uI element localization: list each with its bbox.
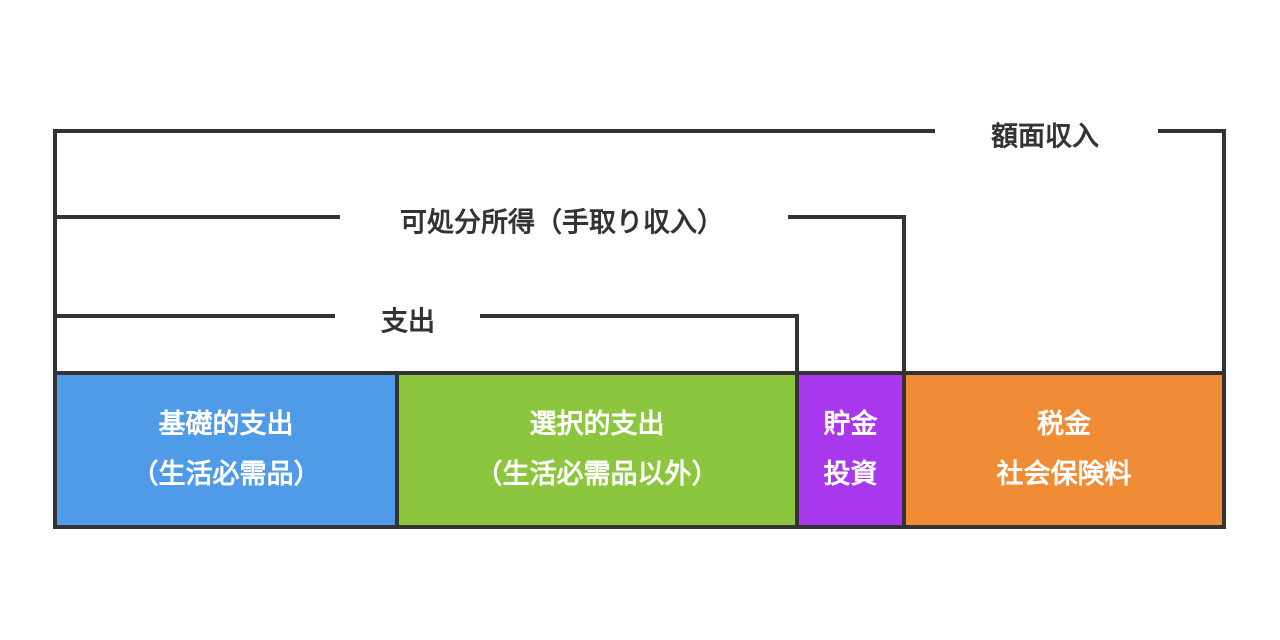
- box-line2: 投資: [823, 459, 878, 490]
- gross-income-label: 額面収入: [991, 121, 1099, 153]
- box-line1: 税金: [1037, 409, 1091, 440]
- box-line2: （生活必需品）: [131, 459, 321, 490]
- box-line1: 選択的支出: [529, 409, 665, 440]
- expenses-label: 支出: [381, 306, 435, 338]
- disposable-income-label: 可処分所得（手取り収入）: [400, 207, 724, 239]
- disposable-income-bracket-right: [788, 215, 906, 375]
- box-line2: （生活必需品以外）: [475, 459, 719, 490]
- expenses-bracket-right: [480, 314, 799, 375]
- box-line2: 社会保険料: [996, 459, 1132, 490]
- box-line1: 貯金: [823, 409, 878, 440]
- gross-income-bracket-right: [1158, 129, 1226, 375]
- basic-expenses-box: 基礎的支出 （生活必需品）: [57, 375, 395, 525]
- optional-expenses-box: 選択的支出 （生活必需品以外）: [399, 375, 795, 525]
- boxes-outline: [53, 371, 1226, 529]
- box-line1: 基礎的支出: [158, 409, 294, 440]
- tax-insurance-box: 税金 社会保険料: [906, 375, 1222, 525]
- savings-investment-box: 貯金 投資: [799, 375, 902, 525]
